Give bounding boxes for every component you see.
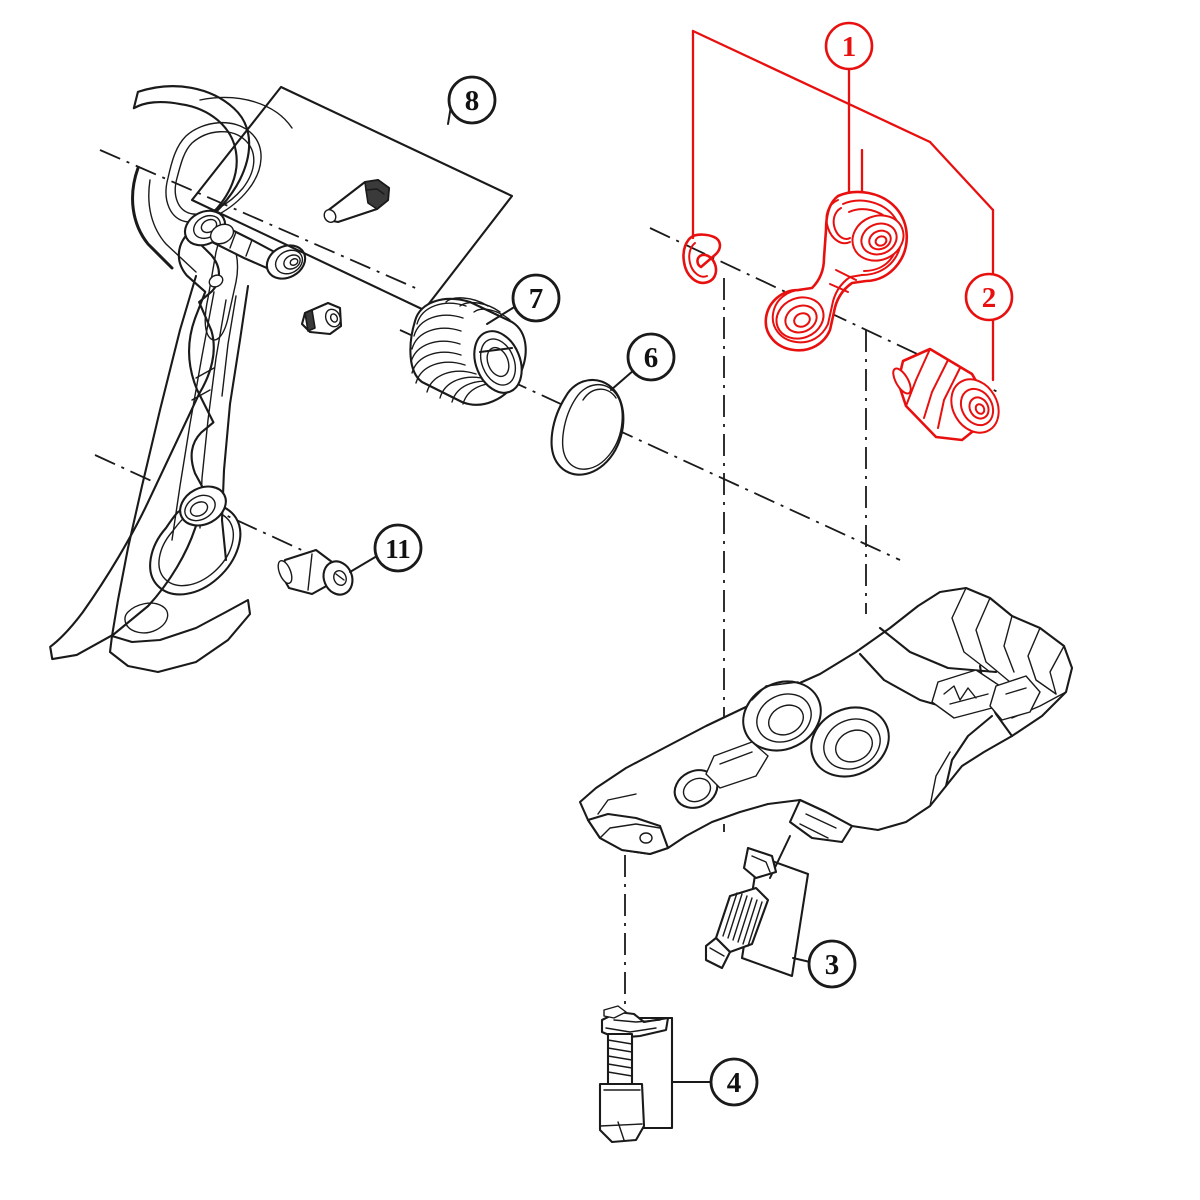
part-snap-ring	[550, 369, 635, 476]
part-pulley-bolt-long	[323, 178, 391, 224]
callout-number-3: 3	[825, 949, 840, 981]
callout-number-8: 8	[465, 85, 480, 117]
callout-circle-7[interactable]	[511, 273, 561, 323]
callout-number-4: 4	[727, 1067, 742, 1099]
callout-7[interactable]: 7	[511, 273, 561, 323]
part-tension-spring	[409, 297, 527, 406]
callout-1[interactable]: 1	[824, 21, 874, 71]
callout-number-11: 11	[385, 534, 411, 564]
part-cage-stopper-bolt	[277, 548, 378, 596]
part-pulley-bolt-short	[300, 301, 343, 336]
screw-knurl	[722, 892, 763, 947]
part-link-plate	[764, 190, 909, 352]
highlight-group	[682, 29, 1000, 442]
callout-number-6: 6	[644, 342, 659, 374]
cage-lower-boss	[179, 485, 227, 527]
callout-layer: 1 2 3 4 6 7 8 11	[373, 21, 1014, 1107]
callout-11[interactable]: 11	[373, 523, 423, 573]
callout-2[interactable]: 2	[964, 272, 1014, 322]
part-cable-fixing-bolt	[598, 1005, 712, 1144]
callout-3[interactable]: 3	[807, 939, 857, 989]
part-pulley-cage	[49, 85, 307, 674]
callout-4[interactable]: 4	[709, 1057, 759, 1107]
bolt-threads	[607, 1039, 633, 1077]
body-pivot-boss-1	[742, 680, 822, 752]
part-pivot-bolt	[892, 347, 1000, 442]
callout-circle-4[interactable]	[709, 1057, 759, 1107]
part-cable-fixing-screw	[704, 846, 811, 978]
part-retaining-clip	[682, 233, 722, 285]
group-box-1-top	[691, 29, 932, 144]
callout-number-2: 2	[982, 282, 997, 314]
callout-circle-6[interactable]	[626, 332, 676, 382]
body-stamp-detail	[931, 669, 1041, 721]
cage-upper-hub	[183, 209, 307, 280]
callout-number-1: 1	[842, 31, 857, 63]
callout-number-7: 7	[529, 283, 544, 315]
callout-circle-8[interactable]	[447, 75, 497, 125]
callout-circle-11[interactable]	[373, 523, 423, 573]
group-box-1-diag	[928, 140, 995, 212]
body-pivot-boss-2	[810, 706, 890, 778]
callout-6[interactable]: 6	[626, 332, 676, 382]
callout-circle-3[interactable]	[807, 939, 857, 989]
callout-circle-2[interactable]	[964, 272, 1014, 322]
callout-circle-1[interactable]	[824, 21, 874, 71]
callout-8[interactable]: 8	[447, 75, 497, 125]
